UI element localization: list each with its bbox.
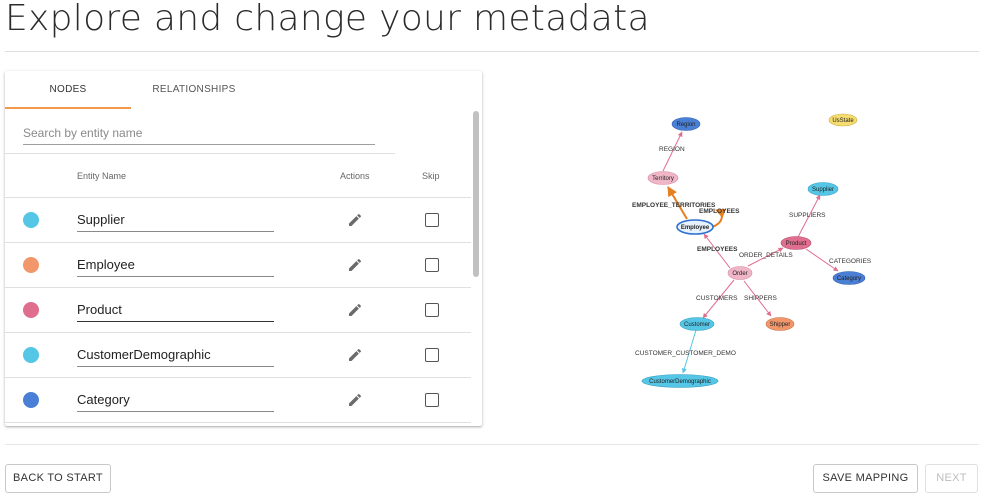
search-input[interactable] — [23, 121, 375, 145]
graph-edges — [662, 131, 839, 374]
edge-label-categories: CATEGORIES — [829, 258, 872, 265]
edge-label-customer-customer-demo: CUSTOMER_CUSTOMER_DEMO — [635, 350, 736, 357]
skip-checkbox[interactable] — [425, 303, 439, 317]
edge-employees-order — [703, 233, 731, 269]
column-header-skip: Skip — [422, 171, 440, 181]
graph-edge-labels: REGION EMPLOYEE_TERRITORIES EMPLOYEES EM… — [632, 146, 872, 357]
edge-customer-customer-demo — [681, 329, 697, 374]
title-divider — [5, 51, 979, 52]
skip-checkbox[interactable] — [425, 213, 439, 227]
next-button[interactable]: NEXT — [925, 464, 978, 493]
edit-icon[interactable] — [347, 257, 363, 273]
entity-color-dot — [23, 257, 39, 273]
save-mapping-button[interactable]: SAVE MAPPING — [813, 464, 918, 493]
graph-node-category[interactable]: Category — [832, 271, 866, 285]
edge-label-customers: CUSTOMERS — [696, 295, 738, 302]
entity-panel: NODES RELATIONSHIPS Entity Name Actions … — [5, 71, 482, 426]
entity-name-field[interactable] — [77, 388, 274, 412]
graph-node-usstate[interactable]: UsState — [828, 113, 858, 127]
graph-node-label: UsState — [832, 118, 854, 124]
footer-divider — [5, 444, 979, 445]
edge-label-order-details: ORDER_DETAILS — [739, 252, 793, 259]
edge-suppliers — [797, 194, 821, 238]
page-title: Explore and change your metadata — [5, 0, 650, 39]
edit-icon[interactable] — [347, 392, 363, 408]
metadata-graph[interactable]: REGION EMPLOYEE_TERRITORIES EMPLOYEES EM… — [600, 100, 900, 400]
graph-node-label: CustomerDemographic — [649, 379, 711, 385]
entity-name-field[interactable] — [77, 343, 274, 367]
graph-node-territory[interactable]: Territory — [647, 171, 679, 185]
graph-nodes: Region UsState Territory Supplier Employ… — [641, 113, 866, 388]
graph-node-label: Shipper — [770, 322, 791, 328]
entity-row — [5, 378, 471, 423]
search-divider — [5, 153, 395, 154]
graph-node-supplier[interactable]: Supplier — [807, 182, 839, 196]
edge-shippers — [743, 280, 772, 317]
graph-node-shipper[interactable]: Shipper — [765, 317, 795, 331]
back-to-start-button[interactable]: BACK TO START — [5, 464, 111, 493]
graph-node-employee[interactable]: Employee — [676, 219, 714, 235]
graph-node-product[interactable]: Product — [780, 236, 812, 250]
entity-color-dot — [23, 347, 39, 363]
skip-checkbox[interactable] — [425, 258, 439, 272]
graph-node-label: Supplier — [812, 187, 834, 193]
skip-checkbox[interactable] — [425, 348, 439, 362]
edge-label-region: REGION — [659, 146, 685, 153]
edge-region — [662, 131, 683, 172]
entity-color-dot — [23, 392, 39, 408]
graph-node-region[interactable]: Region — [671, 117, 701, 131]
graph-node-order[interactable]: Order — [727, 266, 753, 280]
edge-label-employee-territories: EMPLOYEE_TERRITORIES — [632, 202, 716, 209]
graph-node-label: Category — [837, 276, 861, 282]
tab-bar: NODES RELATIONSHIPS — [5, 71, 482, 109]
edge-label-suppliers: SUPPLIERS — [789, 212, 826, 219]
entity-name-field[interactable] — [77, 253, 274, 277]
edge-order-details — [747, 247, 784, 267]
graph-node-label: Employee — [681, 225, 710, 231]
edge-categories — [805, 248, 839, 272]
edit-icon[interactable] — [347, 347, 363, 363]
scrollbar-thumb[interactable] — [473, 111, 479, 277]
edge-label-employees-order: EMPLOYEES — [697, 246, 738, 253]
skip-checkbox[interactable] — [425, 393, 439, 407]
graph-node-customer[interactable]: Customer — [679, 317, 715, 331]
entity-row — [5, 198, 471, 243]
graph-node-label: Order — [732, 271, 747, 277]
graph-node-label: Product — [786, 241, 807, 247]
edge-employee-territories — [667, 186, 688, 220]
graph-node-label: Territory — [652, 176, 674, 182]
edge-employees-self — [711, 208, 727, 228]
entity-name-field[interactable] — [77, 208, 274, 232]
entity-row — [5, 243, 471, 288]
edit-icon[interactable] — [347, 212, 363, 228]
header-divider — [5, 197, 471, 198]
entity-row — [5, 333, 471, 378]
edge-customers — [702, 279, 735, 319]
entity-color-dot — [23, 212, 39, 228]
entity-name-field[interactable] — [77, 298, 274, 322]
edge-label-employees-self: EMPLOYEES — [699, 208, 740, 215]
graph-node-label: Customer — [684, 322, 710, 328]
column-header-entity-name: Entity Name — [77, 171, 127, 181]
tab-relationships[interactable]: RELATIONSHIPS — [152, 84, 236, 95]
entity-color-dot — [23, 302, 39, 318]
column-header-actions: Actions — [340, 171, 370, 181]
edit-icon[interactable] — [347, 302, 363, 318]
graph-node-customerdemographic[interactable]: CustomerDemographic — [641, 374, 719, 388]
active-tab-indicator — [5, 107, 131, 109]
edge-label-shippers: SHIPPERS — [744, 295, 778, 302]
entity-row — [5, 288, 471, 333]
graph-node-label: Region — [676, 122, 695, 128]
tab-nodes[interactable]: NODES — [49, 84, 87, 95]
